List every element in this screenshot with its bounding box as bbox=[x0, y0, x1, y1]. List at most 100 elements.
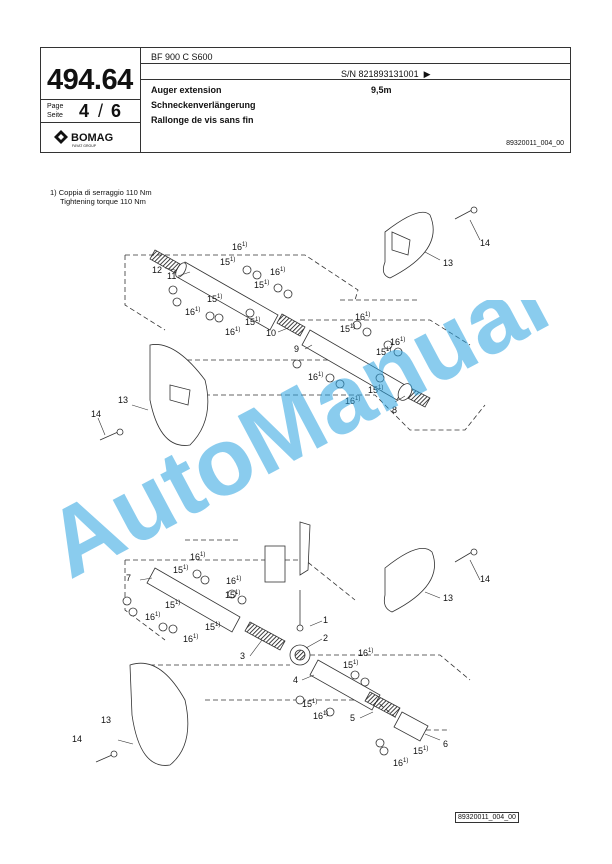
footnote-mark: 1) bbox=[386, 347, 391, 353]
footnote-mark: 1) bbox=[312, 699, 317, 705]
footnote-mark: 1) bbox=[236, 576, 241, 582]
footnote-mark: 1) bbox=[242, 242, 247, 248]
footnote-mark: 1) bbox=[235, 590, 240, 596]
divider bbox=[41, 99, 140, 100]
footnote-mark: 1) bbox=[193, 634, 198, 640]
footnote-mark: 1) bbox=[175, 600, 180, 606]
callout-5: 5 bbox=[350, 713, 355, 723]
footnote-mark: 1) bbox=[183, 565, 188, 571]
divider bbox=[41, 122, 140, 123]
footnote-mark: 1) bbox=[400, 337, 405, 343]
auger-tube-11 bbox=[175, 261, 279, 331]
footnote-mark: 1) bbox=[217, 294, 222, 300]
callout-12: 12 bbox=[152, 265, 162, 275]
bomag-logo: BOMAG FAYAT GROUP bbox=[53, 128, 133, 150]
footnote-mark: 1) bbox=[264, 280, 269, 286]
callout-16j: 161) bbox=[226, 576, 241, 586]
footnote-mark: 1) bbox=[318, 372, 323, 378]
callout-16b: 161) bbox=[270, 267, 285, 277]
callout-14: 14 bbox=[480, 238, 490, 248]
callout-15c: 151) bbox=[207, 294, 222, 304]
footnote-mark: 1) bbox=[155, 612, 160, 618]
divider bbox=[140, 79, 570, 80]
callout-14d: 14 bbox=[72, 734, 82, 744]
arrow-right-icon: ▶ bbox=[423, 69, 431, 79]
brand-name: BOMAG bbox=[71, 132, 113, 144]
divider bbox=[140, 48, 141, 152]
footnote-mark: 1) bbox=[235, 327, 240, 333]
callout-16c: 161) bbox=[185, 307, 200, 317]
callout-16a: 161) bbox=[232, 242, 247, 252]
model-name: BF 900 C S600 bbox=[151, 52, 213, 62]
footnote-mark: 1) bbox=[378, 385, 383, 391]
header-doc-id: 89320011_004_00 bbox=[506, 140, 564, 147]
divider bbox=[140, 63, 570, 64]
description-fr: Rallonge de vis sans fin bbox=[151, 115, 254, 125]
footnote-mark: 1) bbox=[355, 396, 360, 402]
footnote-mark: 1) bbox=[200, 552, 205, 558]
serial-number: S/N 821893131001 ▶ bbox=[341, 69, 431, 79]
footnote-mark: 1) bbox=[403, 758, 408, 764]
callout-15k: 151) bbox=[205, 622, 220, 632]
callout-10: 10 bbox=[266, 328, 276, 338]
callout-2: 2 bbox=[323, 633, 328, 643]
callout-13: 13 bbox=[443, 258, 453, 268]
callout-16d: 161) bbox=[225, 327, 240, 337]
footnote-mark: 1) bbox=[350, 324, 355, 330]
footnote-mark: 1) bbox=[230, 257, 235, 263]
torque-note-it: 1) Coppia di serraggio 110 Nm bbox=[50, 188, 152, 197]
callout-7: 7 bbox=[126, 573, 131, 583]
callout-1: 1 bbox=[323, 615, 328, 625]
callout-16m: 161) bbox=[358, 648, 373, 658]
callout-14c: 14 bbox=[480, 574, 490, 584]
footnote-mark: 1) bbox=[353, 660, 358, 666]
description-de: Schneckenverlängerung bbox=[151, 100, 256, 110]
page-separator: / bbox=[98, 101, 104, 121]
brand-sub: FAYAT GROUP bbox=[72, 144, 97, 148]
title-block: 494.64 Page Seite 4 / 6 BOMAG FAYAT GROU… bbox=[40, 47, 571, 153]
callout-11: 11 bbox=[167, 271, 176, 281]
callout-4: 4 bbox=[293, 675, 298, 685]
page-total: 6 bbox=[111, 101, 122, 121]
callout-labels: 12 11 13 14 13 14 10 9 8 161) 161) 151) … bbox=[72, 238, 490, 768]
footnote-mark: 1) bbox=[365, 312, 370, 318]
callout-15d: 151) bbox=[245, 317, 260, 327]
callout-16h: 161) bbox=[345, 396, 360, 406]
footnote-mark: 1) bbox=[368, 648, 373, 654]
callout-16i: 161) bbox=[190, 552, 205, 562]
callout-16n: 161) bbox=[313, 711, 328, 721]
callout-16g: 161) bbox=[308, 372, 323, 382]
footnote-mark: 1) bbox=[323, 711, 328, 717]
callout-3: 3 bbox=[240, 651, 245, 661]
length-value: 9,5m bbox=[371, 85, 392, 95]
description-en: Auger extension bbox=[151, 85, 222, 95]
callout-16o: 161) bbox=[393, 758, 408, 768]
callout-14b: 14 bbox=[91, 409, 101, 419]
page-label-de: Seite bbox=[47, 112, 63, 119]
footnote-mark: 1) bbox=[195, 307, 200, 313]
footnote-mark: 1) bbox=[423, 746, 428, 752]
callout-9: 9 bbox=[294, 344, 299, 354]
callout-16e: 161) bbox=[355, 312, 370, 322]
callout-15f: 151) bbox=[376, 347, 391, 357]
callout-15h: 151) bbox=[173, 565, 188, 575]
page-current: 4 bbox=[79, 101, 90, 121]
callout-15n: 151) bbox=[413, 746, 428, 756]
footnote-mark: 1) bbox=[215, 622, 220, 628]
callout-13c: 13 bbox=[443, 593, 453, 603]
callout-6: 6 bbox=[443, 739, 448, 749]
callout-15a: 151) bbox=[220, 257, 235, 267]
callout-13d: 13 bbox=[101, 715, 111, 725]
callout-15m: 151) bbox=[302, 699, 317, 709]
footnote-mark: 1) bbox=[280, 267, 285, 273]
callout-15g: 151) bbox=[368, 385, 383, 395]
footnote-mark: 1) bbox=[255, 317, 260, 323]
callout-16k: 161) bbox=[145, 612, 160, 622]
part-number: 494.64 bbox=[47, 64, 133, 96]
callout-8: 8 bbox=[392, 405, 397, 415]
callout-15i: 151) bbox=[225, 590, 240, 600]
callout-16l: 161) bbox=[183, 634, 198, 644]
callout-16f: 161) bbox=[390, 337, 405, 347]
torque-note-en: Tightening torque 110 Nm bbox=[60, 197, 146, 206]
